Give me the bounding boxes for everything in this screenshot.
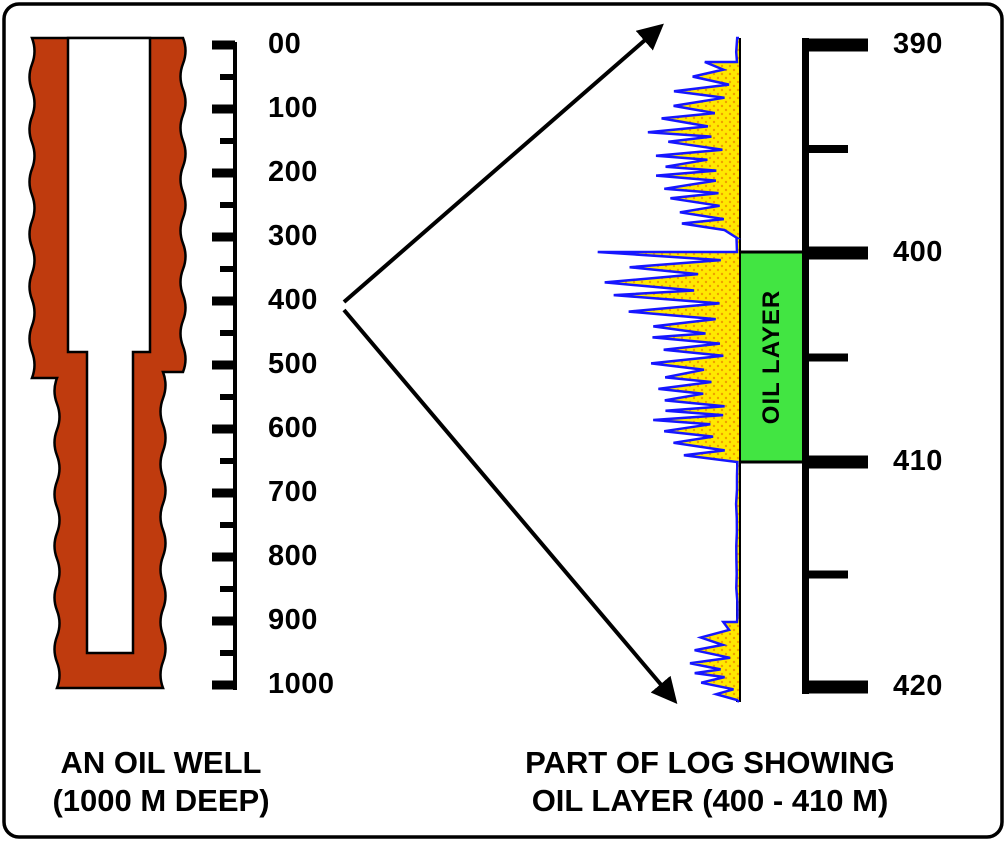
- left-scale-minor-tick: [220, 202, 235, 208]
- left-scale-label-00: 00: [268, 27, 302, 60]
- left-scale-label-200: 200: [268, 155, 318, 188]
- right-scale-minor-tick: [802, 145, 848, 153]
- right-scale-major-tick: [802, 38, 868, 52]
- right-scale-major-tick: [802, 246, 868, 260]
- left-scale-major-tick: [212, 616, 235, 626]
- caption-log-line1: PART OF LOG SHOWING: [525, 745, 895, 780]
- well-bore: [66, 36, 152, 655]
- left-scale-minor-tick: [220, 330, 235, 336]
- left-scale-minor-tick: [220, 522, 235, 528]
- left-scale-label-400: 400: [268, 283, 318, 316]
- arrow-upper: [342, 23, 664, 304]
- left-scale-minor-tick: [220, 74, 235, 80]
- left-scale-major-tick: [212, 232, 235, 242]
- left-scale-label-1000: 1000: [268, 667, 335, 700]
- right-scale-major-tick: [802, 455, 868, 469]
- left-scale-major-tick: [212, 680, 235, 690]
- left-scale-minor-tick: [220, 266, 235, 272]
- caption-log-line2: OIL LAYER (400 - 410 M): [531, 783, 889, 819]
- left-scale-minor-tick: [220, 650, 235, 656]
- left-scale-label-100: 100: [268, 91, 318, 124]
- left-scale-major-tick: [212, 360, 235, 370]
- left-scale-label-600: 600: [268, 411, 318, 444]
- caption-oil-well: AN OIL WELL (1000 M DEEP): [8, 744, 314, 821]
- caption-oil-well-line2: (1000 M DEEP): [52, 783, 270, 819]
- left-scale-major-tick: [212, 552, 235, 562]
- left-scale-minor-tick: [220, 586, 235, 592]
- left-scale-minor-tick: [220, 394, 235, 400]
- left-scale-minor-tick: [220, 458, 235, 464]
- left-scale-major-tick: [212, 104, 235, 114]
- left-scale-major-tick: [212, 424, 235, 434]
- right-scale-major-tick: [802, 680, 868, 694]
- log-curve: [597, 36, 742, 703]
- right-scale-label-420: 420: [893, 669, 943, 702]
- left-scale-major-tick: [212, 168, 235, 178]
- left-scale-major-tick: [212, 296, 235, 306]
- left-scale-label-300: 300: [268, 219, 318, 252]
- left-scale-label-500: 500: [268, 347, 318, 380]
- right-scale-minor-tick: [802, 570, 848, 579]
- right-scale-label-410: 410: [893, 444, 943, 477]
- right-scale-label-400: 400: [893, 235, 943, 268]
- right-depth-scale: [802, 38, 868, 694]
- right-scale-label-390: 390: [893, 27, 943, 60]
- arrow-lower: [342, 308, 678, 704]
- left-depth-scale: [212, 40, 237, 690]
- left-scale-major-tick: [212, 40, 235, 50]
- right-scale-minor-tick: [802, 353, 848, 362]
- left-scale-minor-tick: [220, 138, 235, 144]
- caption-oil-well-line1: AN OIL WELL: [60, 745, 262, 780]
- caption-log-section: PART OF LOG SHOWING OIL LAYER (400 - 410…: [420, 744, 1000, 821]
- left-scale-major-tick: [212, 488, 235, 498]
- left-scale-label-900: 900: [268, 603, 318, 636]
- log-fill: [597, 38, 739, 702]
- left-scale-label-700: 700: [268, 475, 318, 508]
- oil-layer-label: OIL LAYER: [758, 289, 785, 425]
- left-scale-label-800: 800: [268, 539, 318, 572]
